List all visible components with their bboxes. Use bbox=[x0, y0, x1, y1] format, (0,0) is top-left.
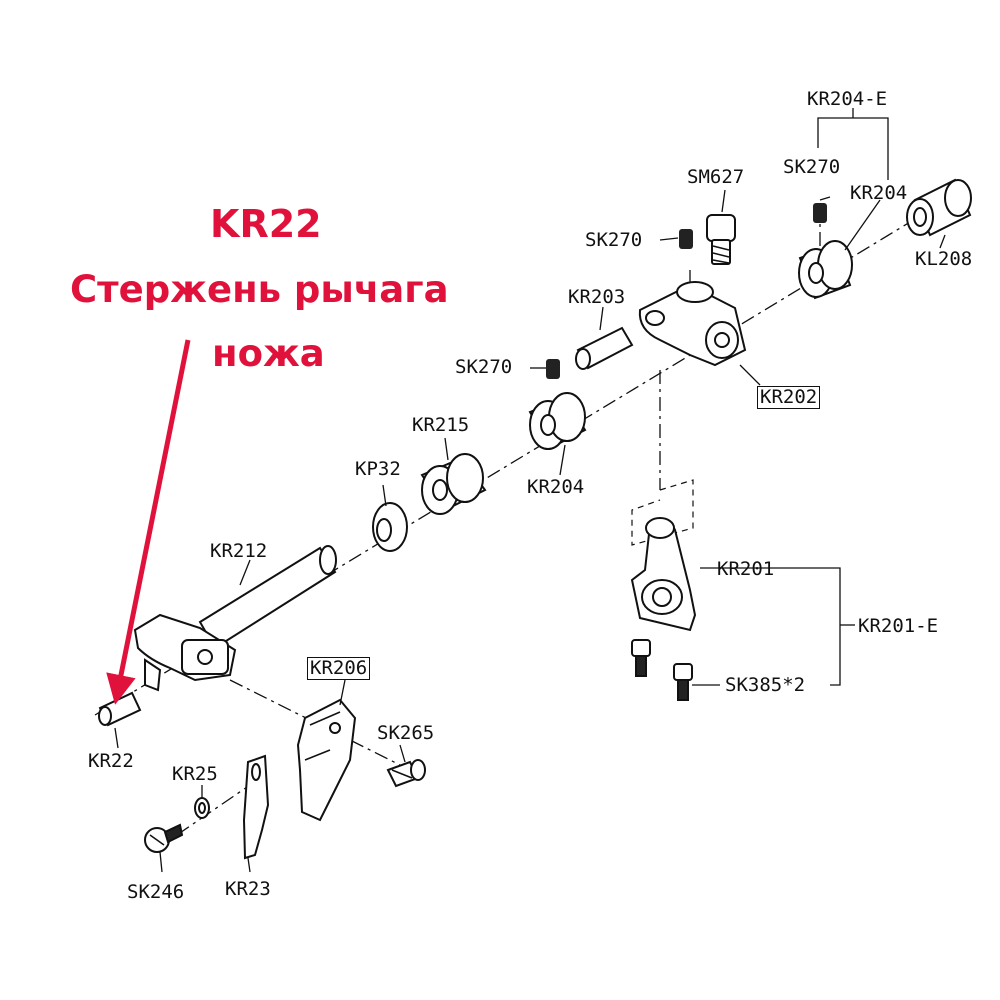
label-kr203: KR203 bbox=[568, 286, 626, 308]
label-kr204-mid: KR204 bbox=[527, 476, 585, 498]
kr212-shaft bbox=[133, 545, 337, 692]
label-kr201-e: KR201-E bbox=[858, 615, 939, 637]
label-kr204-e: KR204-E bbox=[807, 88, 888, 110]
kr215-bushing bbox=[420, 453, 487, 515]
kr25-washer bbox=[194, 797, 210, 819]
label-kr204-top: KR204 bbox=[850, 182, 908, 204]
label-sk270-top: SK270 bbox=[783, 156, 841, 178]
label-kr202: KR202 bbox=[757, 386, 821, 409]
label-kr212: KR212 bbox=[210, 540, 268, 562]
sk385-screws bbox=[631, 639, 693, 701]
kr203-pin bbox=[575, 326, 634, 370]
kr206-knife-holder bbox=[296, 698, 357, 822]
sm627-bolt bbox=[706, 214, 736, 265]
kr23-knife bbox=[242, 754, 270, 860]
sk246-screw bbox=[144, 823, 184, 853]
kr201-connecting-rod bbox=[630, 517, 697, 632]
label-kr206: KR206 bbox=[307, 657, 371, 680]
kr204-top-collar bbox=[798, 240, 853, 300]
red-pointer-arrow bbox=[106, 339, 191, 705]
kp32-washer bbox=[372, 502, 408, 552]
label-sk246: SK246 bbox=[127, 881, 185, 903]
label-sk270-low: SK270 bbox=[455, 356, 513, 378]
label-sk265: SK265 bbox=[377, 722, 435, 744]
label-sk270-mid: SK270 bbox=[585, 229, 643, 251]
sk265-screw bbox=[386, 759, 426, 788]
label-kp32: KP32 bbox=[355, 458, 401, 480]
label-kr22: KR22 bbox=[88, 750, 134, 772]
sk270-mid-set-screw bbox=[679, 229, 693, 249]
annotation-name-line2: ножа bbox=[212, 332, 325, 375]
leader-lines bbox=[114, 108, 946, 873]
sk270-low-set-screw bbox=[546, 359, 560, 379]
label-kl208: KL208 bbox=[915, 248, 973, 270]
label-kr201: KR201 bbox=[717, 558, 775, 580]
label-kr25: KR25 bbox=[172, 763, 218, 785]
kl208-bushing bbox=[906, 178, 972, 237]
sk270-top-set-screw bbox=[813, 203, 827, 223]
label-sk385: SK385*2 bbox=[725, 674, 806, 696]
label-kr23: KR23 bbox=[225, 878, 271, 900]
annotation-code: KR22 bbox=[210, 202, 322, 246]
annotation-name-line1: Стержень рычага bbox=[70, 268, 449, 311]
label-sm627: SM627 bbox=[687, 166, 745, 188]
kr22-pin bbox=[98, 691, 142, 727]
label-kr215: KR215 bbox=[412, 414, 470, 436]
kr204-mid-collar bbox=[528, 392, 587, 450]
kr202-crank-lever bbox=[638, 281, 747, 367]
